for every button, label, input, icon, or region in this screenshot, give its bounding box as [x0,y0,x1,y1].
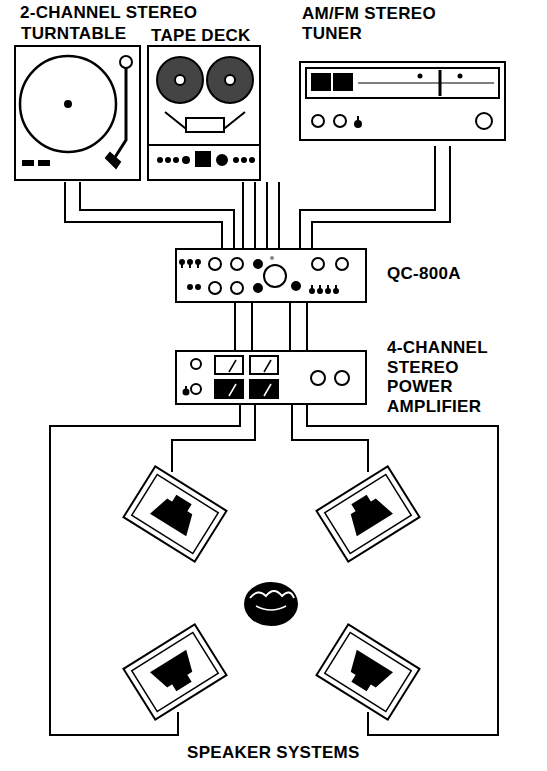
device-label: 4-CHANNEL STEREO POWER AMPLIFIER [387,338,499,416]
decoder-face [180,256,348,294]
turntable-drawing [15,46,140,180]
listener-head [245,583,297,625]
turntable-node: TURNTABLE [15,24,153,182]
signal-cable [243,182,279,248]
signal-cable [235,303,307,350]
signal-cable [65,182,234,248]
cable-wire [65,182,222,248]
speaker-symbol [123,466,226,561]
device-label: AM/FM STEREO TUNER [296,4,477,43]
tape-deck-drawing [148,46,260,180]
cable-wire [312,146,450,248]
amplifier-face [184,356,350,398]
group-heading: 2-CHANNEL STEREO [20,3,197,23]
cable-wire [80,182,234,248]
cable-wire [300,146,435,248]
tape-deck-node: TAPE DECK [145,26,271,182]
cable-wire [251,303,253,350]
decoder-box: QC-800A [175,248,367,303]
speaker-symbol [316,624,419,719]
signal-cable [300,146,450,248]
device-label: QC-800A [387,264,527,284]
cable-wire [234,303,236,350]
cable-wire [266,182,268,248]
cable-wire [278,182,280,248]
speaker-symbol [123,624,226,719]
amplifier-box: 4-CHANNEL STEREO POWER AMPLIFIER [175,350,367,405]
tuner-drawing [300,62,505,140]
device-label: TURNTABLE [15,24,153,44]
cable-wire [254,182,256,248]
cable-wire [306,303,308,350]
speaker-symbol [316,466,419,561]
speaker-wires [50,405,498,735]
tuner-node: AM/FM STEREO TUNER [296,4,508,146]
device-label: TAPE DECK [145,26,271,46]
cable-wire [289,303,291,350]
speakers-caption: SPEAKER SYSTEMS [187,743,360,763]
cable-wire [242,182,244,248]
